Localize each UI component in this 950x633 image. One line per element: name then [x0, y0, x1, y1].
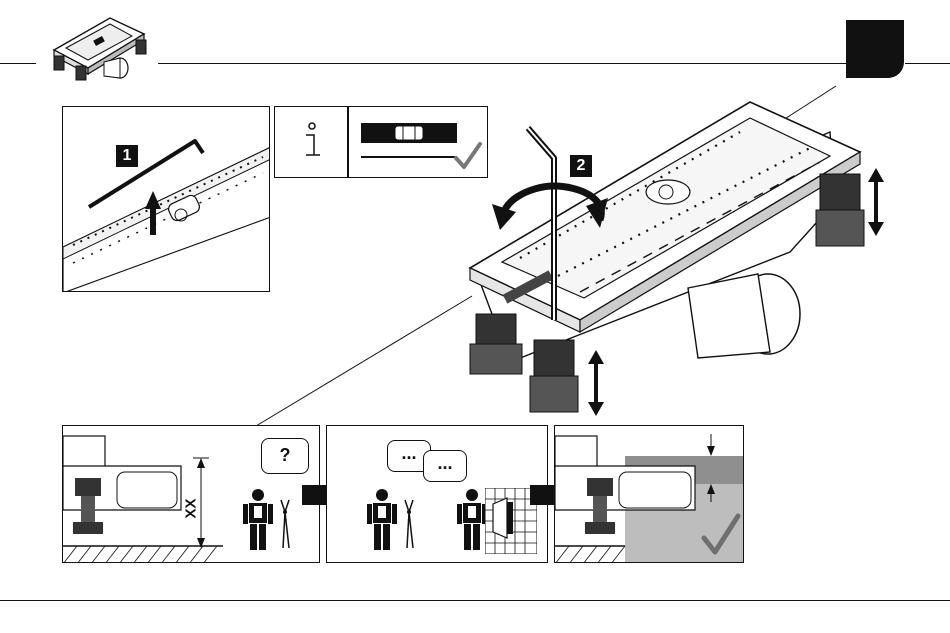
floor-hatch [555, 546, 625, 563]
main-channel-drawing [440, 82, 950, 422]
speech-bubble-2-text: ... [424, 453, 466, 474]
drain-channel-thumbnail-icon [40, 10, 158, 90]
question-bubble: ? [261, 438, 309, 474]
adjustable-foot-back-right [816, 174, 864, 246]
installer-person-icon [367, 488, 397, 552]
section-tab [846, 20, 904, 78]
question-bubble-text: ? [262, 445, 308, 466]
step1-panel [62, 106, 270, 292]
bottom-panel-2: ... ... [326, 425, 548, 563]
header-rule-right [158, 63, 846, 64]
step2-badge: 2 [570, 155, 592, 177]
pliers-icon [401, 498, 417, 550]
dimension-label: XX [183, 491, 200, 519]
header-rule-far-right [905, 63, 950, 64]
speech-bubble-2: ... [423, 450, 467, 482]
footer-rule [0, 600, 950, 601]
step1-channel-drawing [63, 147, 270, 292]
tiler-person-icon [457, 488, 487, 552]
channel-side-section [63, 436, 181, 534]
header-rule-left [0, 63, 36, 64]
pliers-icon [277, 498, 293, 550]
adjustable-foot-front-right [530, 340, 578, 412]
bottom-panel-3 [554, 425, 744, 563]
info-icon [299, 121, 325, 161]
floor-hatch [63, 546, 223, 563]
leader-line [250, 290, 480, 430]
bottom-panel-1: XX ? [62, 425, 320, 563]
installer-person-icon [243, 488, 273, 552]
step1-badge: 1 [116, 145, 138, 167]
checkmark-icon [701, 512, 741, 556]
info-divider [347, 107, 349, 177]
